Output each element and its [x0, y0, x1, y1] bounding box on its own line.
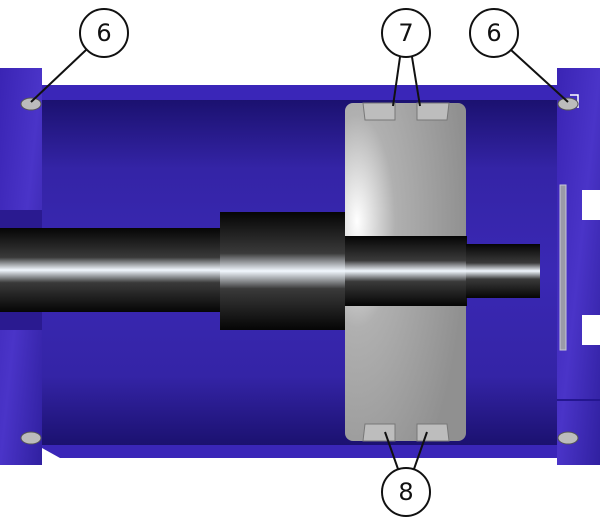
callout-label: 6 — [486, 19, 501, 47]
rod-end — [466, 244, 540, 298]
right-cap-cutout-top — [582, 190, 600, 220]
rod-collar — [220, 212, 346, 330]
callout-label: 8 — [398, 478, 413, 506]
o-ring-bottom-right — [557, 431, 579, 445]
leader-lines — [30, 49, 569, 470]
callout-6-right: 6 — [469, 8, 519, 58]
right-cap-plate — [559, 184, 567, 351]
callout-7: 7 — [381, 8, 431, 58]
callout-label: 6 — [96, 19, 111, 47]
callout-6-left: 6 — [79, 8, 129, 58]
callout-label: 7 — [398, 19, 413, 47]
rod-through-piston — [345, 236, 467, 306]
o-ring-top-left — [20, 97, 42, 111]
piston-seals-top — [362, 102, 450, 121]
o-ring-top-right — [557, 97, 579, 111]
callout-8: 8 — [381, 467, 431, 517]
right-cap-cutout-bottom — [582, 315, 600, 345]
piston-rod — [0, 228, 222, 312]
o-ring-bottom-left — [20, 431, 42, 445]
